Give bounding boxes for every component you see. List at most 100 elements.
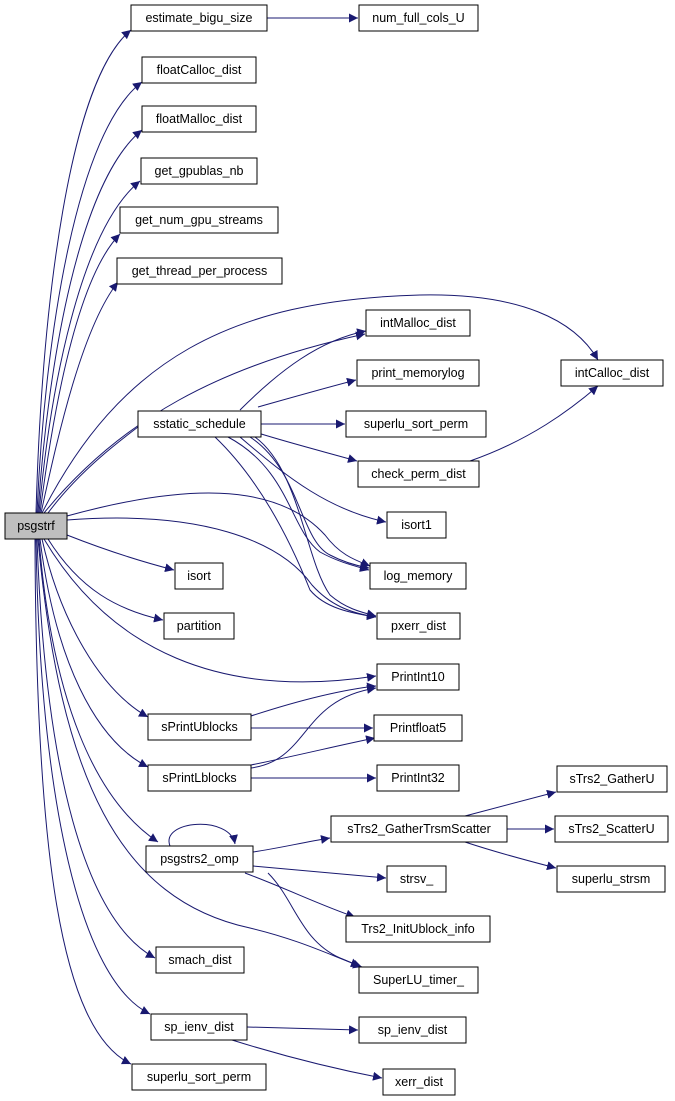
node-sstatic_schedule[interactable]: sstatic_schedule [137, 410, 262, 438]
svg-text:sTrs2_ScatterU: sTrs2_ScatterU [568, 822, 654, 836]
node-psgstrs2_omp[interactable]: psgstrs2_omp [145, 845, 254, 873]
edge-psgstrf-partition [47, 538, 164, 623]
edge-psgstrf-psgstrs2_omp [38, 538, 159, 843]
svg-text:sstatic_schedule: sstatic_schedule [153, 417, 245, 431]
node-superlu_sort_perm-2[interactable]: superlu_sort_perm [131, 1063, 267, 1091]
node-superlu_strsm[interactable]: superlu_strsm [556, 865, 666, 893]
edge-GatherTrsmScatter-sTrs2_GatherU [464, 789, 557, 817]
edge-sstatic_schedule-check_perm_dist [257, 432, 358, 463]
edge-sstatic_schedule-print_memorylog [257, 377, 357, 408]
node-pxerr_dist[interactable]: pxerr_dist [376, 612, 461, 640]
svg-text:SuperLU_timer_: SuperLU_timer_ [373, 973, 465, 987]
edge-sstatic_schedule-intMalloc_dist [239, 328, 367, 411]
node-intMalloc_dist[interactable]: intMalloc_dist [365, 309, 471, 337]
edge-psgstrf-smach_dist [36, 538, 156, 959]
node-xerr_dist[interactable]: xerr_dist [382, 1068, 456, 1096]
svg-text:check_perm_dist: check_perm_dist [371, 467, 466, 481]
svg-text:estimate_bigu_size: estimate_bigu_size [145, 11, 252, 25]
svg-text:sTrs2_GatherTrsmScatter: sTrs2_GatherTrsmScatter [347, 822, 491, 836]
node-get_gpublas_nb[interactable]: get_gpublas_nb [140, 157, 258, 185]
edge-sPrintUblocks-PrintInt10 [250, 682, 377, 717]
nodes: psgstrf estimate_bigu_size num_full_cols… [4, 4, 669, 1096]
svg-text:psgstrs2_omp: psgstrs2_omp [160, 852, 239, 866]
node-sp_ienv_dist-callee[interactable]: sp_ienv_dist [358, 1016, 467, 1044]
edge-sstatic_schedule-isort1 [239, 436, 387, 525]
node-smach_dist[interactable]: smach_dist [155, 946, 245, 974]
edge-check_perm_dist-intCalloc_dist [469, 385, 599, 462]
node-sPrintUblocks[interactable]: sPrintUblocks [147, 713, 252, 741]
svg-text:superlu_sort_perm: superlu_sort_perm [364, 417, 468, 431]
node-get_num_gpu_streams[interactable]: get_num_gpu_streams [119, 206, 279, 234]
edge-psgstrf-get_thread_per_process [40, 281, 119, 514]
node-partition[interactable]: partition [163, 612, 235, 640]
svg-text:intCalloc_dist: intCalloc_dist [575, 366, 650, 380]
edge-GatherTrsmScatter-superlu_strsm [464, 841, 557, 871]
node-SuperLU_timer_[interactable]: SuperLU_timer_ [358, 966, 479, 994]
svg-text:sPrintUblocks: sPrintUblocks [161, 720, 237, 734]
edge-sstatic_schedule-pxerr_dist [214, 436, 377, 621]
edge-sstatic_schedule-log_memory-2 [227, 436, 370, 572]
svg-text:Printfloat5: Printfloat5 [390, 721, 446, 735]
edge-sp_ienv_dist-sp_ienv_dist [246, 1025, 359, 1035]
node-psgstrf[interactable]: psgstrf [4, 512, 68, 540]
svg-text:floatCalloc_dist: floatCalloc_dist [157, 63, 242, 77]
svg-text:sp_ienv_dist: sp_ienv_dist [164, 1020, 234, 1034]
node-sTrs2_ScatterU[interactable]: sTrs2_ScatterU [554, 815, 669, 843]
edge-psgstrs2_omp-Trs2_InitUblock_info [244, 872, 356, 919]
edge-psgstrf-get_gpublas_nb [38, 180, 141, 514]
node-Trs2_InitUblock_info[interactable]: Trs2_InitUblock_info [345, 915, 491, 943]
node-check_perm_dist[interactable]: check_perm_dist [357, 460, 480, 488]
node-floatMalloc_dist[interactable]: floatMalloc_dist [141, 105, 257, 133]
edge-psgstrs2_omp-sTrs2_GatherTrsmScatter [252, 835, 331, 853]
node-num_full_cols_U[interactable]: num_full_cols_U [358, 4, 479, 32]
node-estimate_bigu_size[interactable]: estimate_bigu_size [130, 4, 268, 32]
edge-psgstrf-pxerr_dist [66, 517, 377, 621]
svg-text:get_thread_per_process: get_thread_per_process [132, 264, 268, 278]
svg-text:PrintInt32: PrintInt32 [391, 771, 445, 785]
edge-psgstrf-log_memory [66, 492, 371, 567]
edge-psgstrf-intMalloc_dist [43, 331, 366, 514]
svg-text:superlu_strsm: superlu_strsm [572, 872, 651, 886]
node-print_memorylog[interactable]: print_memorylog [356, 359, 480, 387]
edge-psgstrf-sPrintLblocks [39, 538, 149, 768]
svg-text:num_full_cols_U: num_full_cols_U [372, 11, 464, 25]
node-intCalloc_dist[interactable]: intCalloc_dist [560, 359, 664, 387]
node-isort[interactable]: isort [174, 562, 224, 590]
edge-psgstrf-superlu_sort_perm [34, 538, 132, 1065]
svg-text:smach_dist: smach_dist [168, 953, 232, 967]
svg-text:sPrintLblocks: sPrintLblocks [162, 771, 236, 785]
svg-text:psgstrf: psgstrf [17, 519, 55, 533]
node-floatCalloc_dist[interactable]: floatCalloc_dist [141, 56, 257, 84]
svg-text:floatMalloc_dist: floatMalloc_dist [156, 112, 243, 126]
svg-text:Trs2_InitUblock_info: Trs2_InitUblock_info [361, 922, 475, 936]
node-sPrintLblocks[interactable]: sPrintLblocks [147, 764, 252, 792]
svg-text:partition: partition [177, 619, 222, 633]
edge-psgstrs2_omp-self [168, 823, 238, 847]
edge-psgstrf-floatMalloc_dist [37, 129, 143, 514]
svg-text:isort1: isort1 [401, 518, 432, 532]
edge-psgstrf-sPrintUblocks [41, 538, 149, 718]
svg-text:get_num_gpu_streams: get_num_gpu_streams [135, 213, 263, 227]
node-sTrs2_GatherTrsmScatter[interactable]: sTrs2_GatherTrsmScatter [330, 815, 508, 843]
node-strsv_[interactable]: strsv_ [386, 865, 447, 893]
edge-psgstrf-isort [66, 534, 175, 573]
node-sp_ienv_dist-caller[interactable]: sp_ienv_dist [150, 1013, 248, 1041]
node-log_memory[interactable]: log_memory [369, 562, 467, 590]
svg-text:sp_ienv_dist: sp_ienv_dist [378, 1023, 448, 1037]
node-superlu_sort_perm-1[interactable]: superlu_sort_perm [345, 410, 487, 438]
node-Printfloat5[interactable]: Printfloat5 [373, 714, 463, 742]
edges [34, 13, 599, 1081]
node-sTrs2_GatherU[interactable]: sTrs2_GatherU [556, 765, 668, 793]
node-get_thread_per_process[interactable]: get_thread_per_process [116, 257, 283, 285]
node-PrintInt32[interactable]: PrintInt32 [376, 764, 460, 792]
svg-text:sTrs2_GatherU: sTrs2_GatherU [570, 772, 655, 786]
node-isort1[interactable]: isort1 [386, 511, 447, 539]
svg-text:strsv_: strsv_ [400, 872, 434, 886]
edge-psgstrf-get_num_gpu_streams [39, 233, 121, 514]
svg-text:get_gpublas_nb: get_gpublas_nb [155, 164, 244, 178]
edge-psgstrf-floatCalloc_dist [36, 81, 143, 514]
edge-sstatic_schedule-log_memory [249, 436, 370, 571]
node-PrintInt10[interactable]: PrintInt10 [376, 663, 460, 691]
edge-sstatic_schedule-pxerr_dist-2 [254, 436, 377, 619]
